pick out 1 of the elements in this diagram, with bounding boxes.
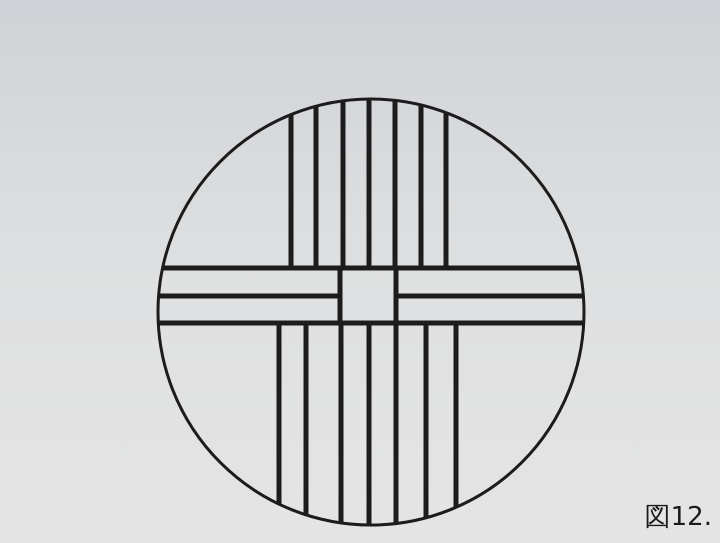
figure-label: 図12. [644,501,712,534]
